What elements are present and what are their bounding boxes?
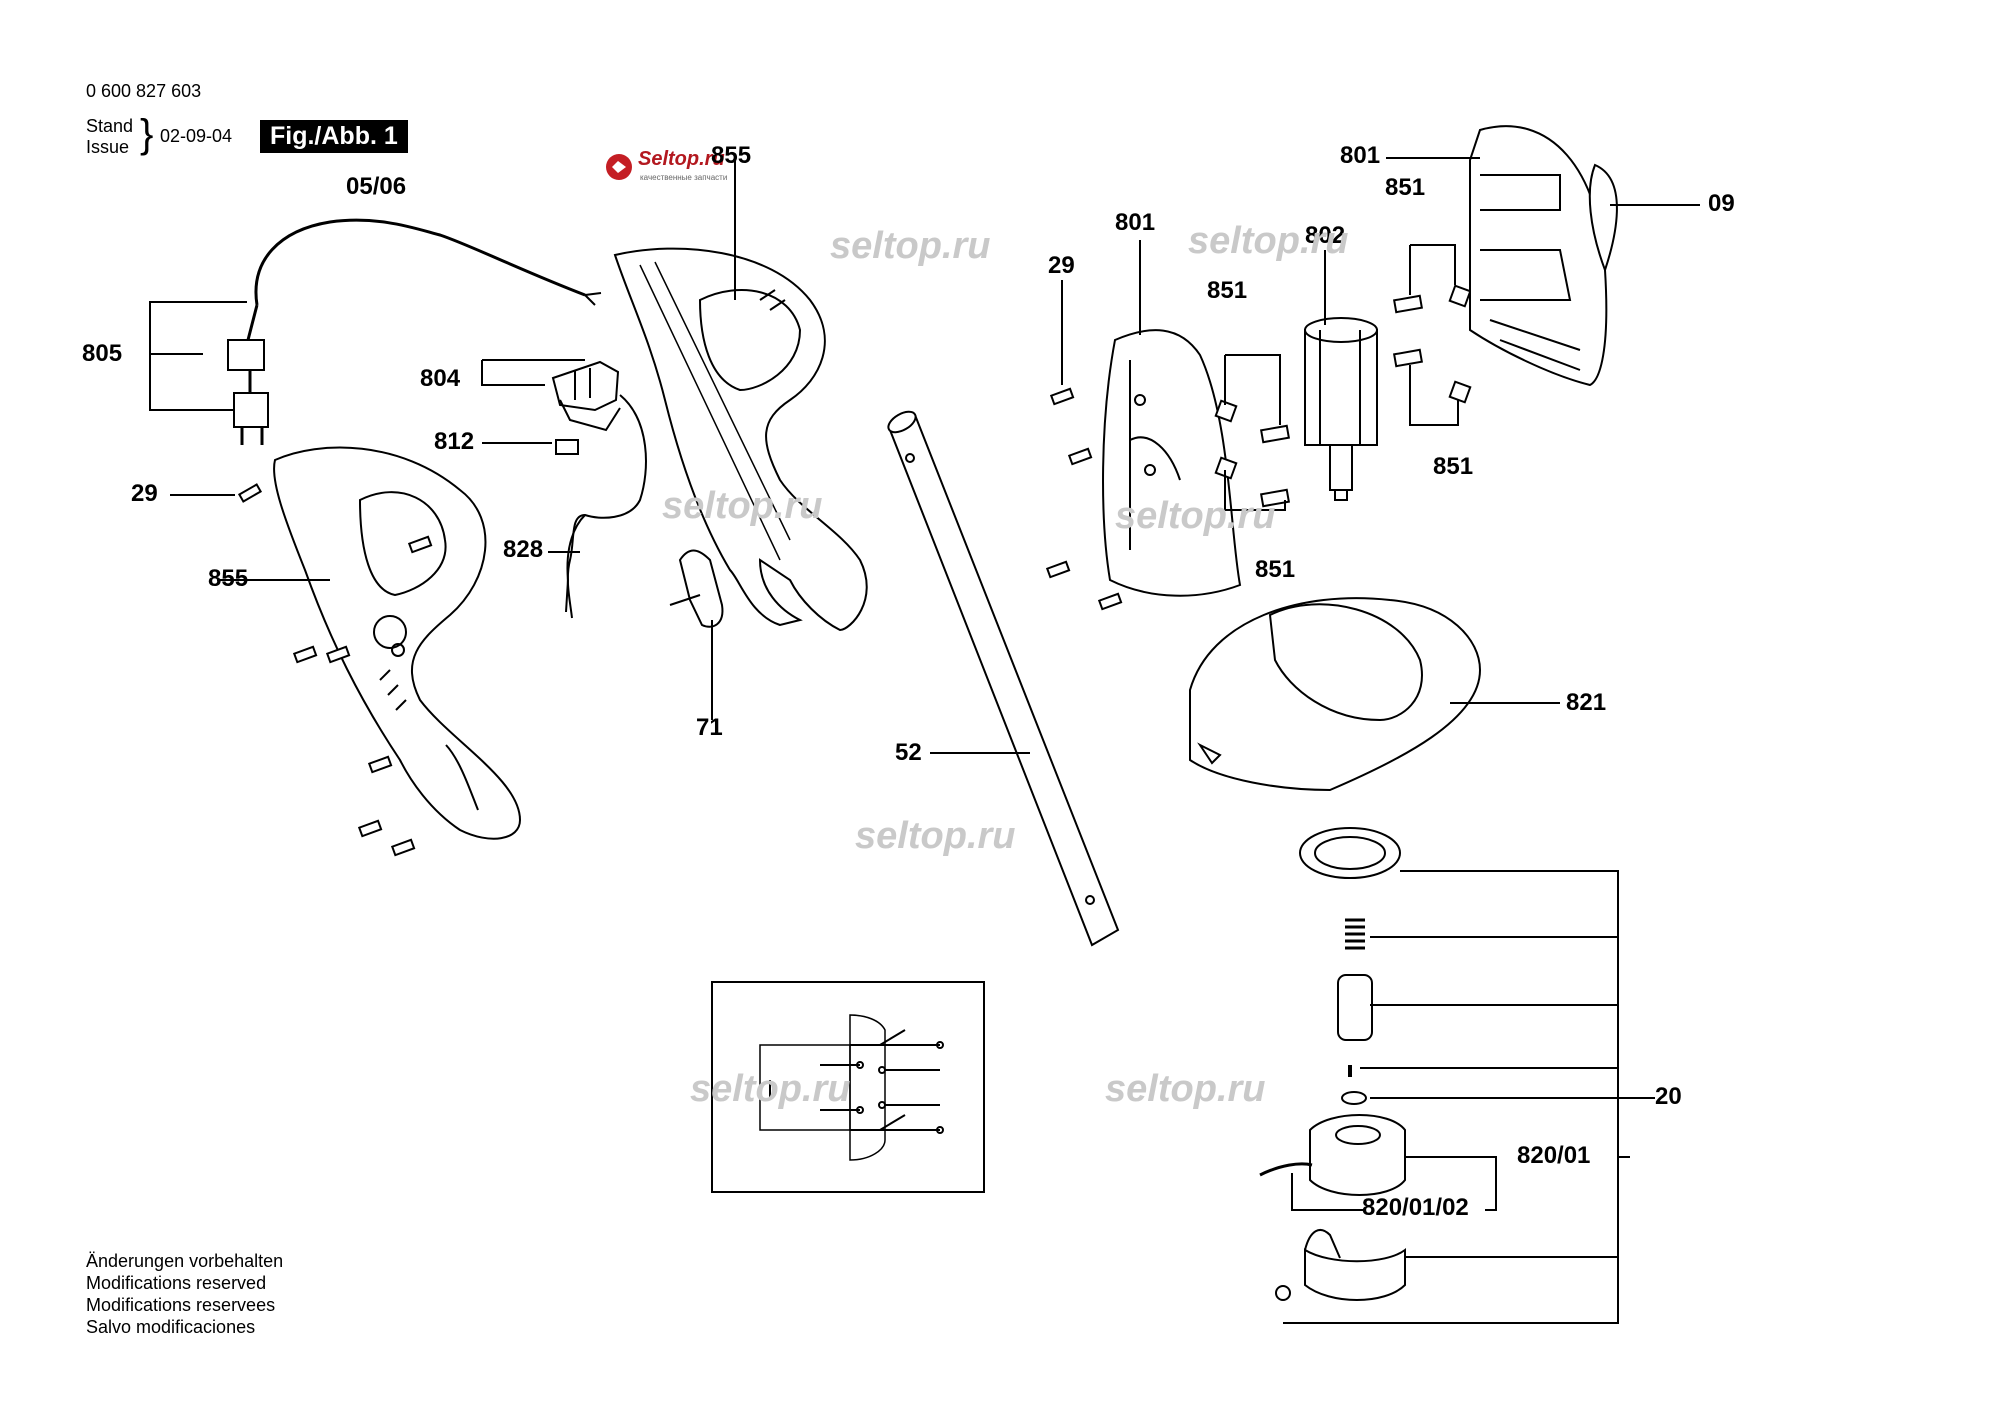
callout-805: 805	[82, 340, 123, 367]
callout-801-left: 801	[1115, 209, 1156, 236]
issue-label: Issue	[86, 137, 130, 157]
footer-line-de: Änderungen vorbehalten	[86, 1251, 284, 1271]
callout-20: 20	[1655, 1083, 1682, 1110]
watermark: seltop.ru	[662, 485, 823, 527]
motor-housing-left-illustration	[1102, 329, 1242, 597]
callout-851-d: 851	[1255, 556, 1296, 583]
issue-date: 02-09-04	[160, 126, 233, 146]
circuit-diagram-box	[711, 981, 985, 1193]
part-number: 0 600 827 603	[86, 81, 202, 101]
figure-badge: Fig./Abb. 1	[260, 120, 408, 153]
motor-housing-right-illustration	[1469, 125, 1608, 387]
spool-parts-illustration	[1259, 827, 1406, 1301]
callout-05-06: 05/06	[346, 173, 407, 200]
tube-illustration	[887, 410, 1120, 947]
callout-804: 804	[420, 365, 461, 392]
callout-851-a: 851	[1207, 277, 1248, 304]
handle-right-illustration	[613, 247, 868, 632]
callout-801-right: 801	[1340, 142, 1381, 169]
callout-820-01-02: 820/01/02	[1362, 1194, 1469, 1221]
callout-29-left: 29	[131, 480, 158, 507]
watermark: seltop.ru	[690, 1068, 851, 1110]
callout-09: 09	[1708, 190, 1735, 217]
callout-802: 802	[1305, 222, 1346, 249]
footer-notice: Änderungen vorbehalten Modifications res…	[86, 1250, 283, 1338]
footer-line-es: Salvo modificaciones	[86, 1317, 256, 1337]
logo-emblem-icon	[606, 154, 632, 180]
motor-illustration	[1304, 317, 1378, 501]
stand-label: Stand	[86, 116, 134, 136]
watermark: seltop.ru	[1188, 220, 1349, 262]
callout-851-c: 851	[1433, 453, 1474, 480]
brush-parts-illustration	[1214, 284, 1472, 508]
footer-line-fr: Modifications reservees	[86, 1295, 276, 1315]
callout-29-right: 29	[1048, 252, 1075, 279]
callout-820-01: 820/01	[1517, 1142, 1591, 1169]
callout-812: 812	[434, 428, 475, 455]
guard-illustration	[1189, 597, 1482, 792]
screws-left-illustration	[292, 535, 433, 857]
switch-part-illustration	[551, 360, 621, 432]
brace: }	[140, 112, 154, 156]
watermark: seltop.ru	[855, 815, 1016, 857]
watermark: seltop.ru	[830, 225, 991, 267]
callout-851-b: 851	[1385, 174, 1426, 201]
footer-line-en: Modifications reserved	[86, 1273, 267, 1293]
watermark: seltop.ru	[1115, 495, 1276, 537]
power-cord-illustration	[227, 218, 602, 445]
callout-855-left: 855	[208, 565, 249, 592]
watermark: seltop.ru	[1105, 1068, 1266, 1110]
brand-logo: Seltop.ru качественные запчасти	[604, 148, 739, 188]
callout-52: 52	[895, 739, 922, 766]
handle-left-illustration	[273, 446, 522, 840]
logo-tagline: качественные запчасти	[640, 173, 728, 182]
callout-828: 828	[503, 536, 544, 563]
callout-821: 821	[1566, 689, 1607, 716]
callout-71: 71	[696, 714, 723, 741]
logo-text: Seltop.ru	[638, 148, 725, 170]
callout-855-right: 855	[711, 142, 752, 169]
